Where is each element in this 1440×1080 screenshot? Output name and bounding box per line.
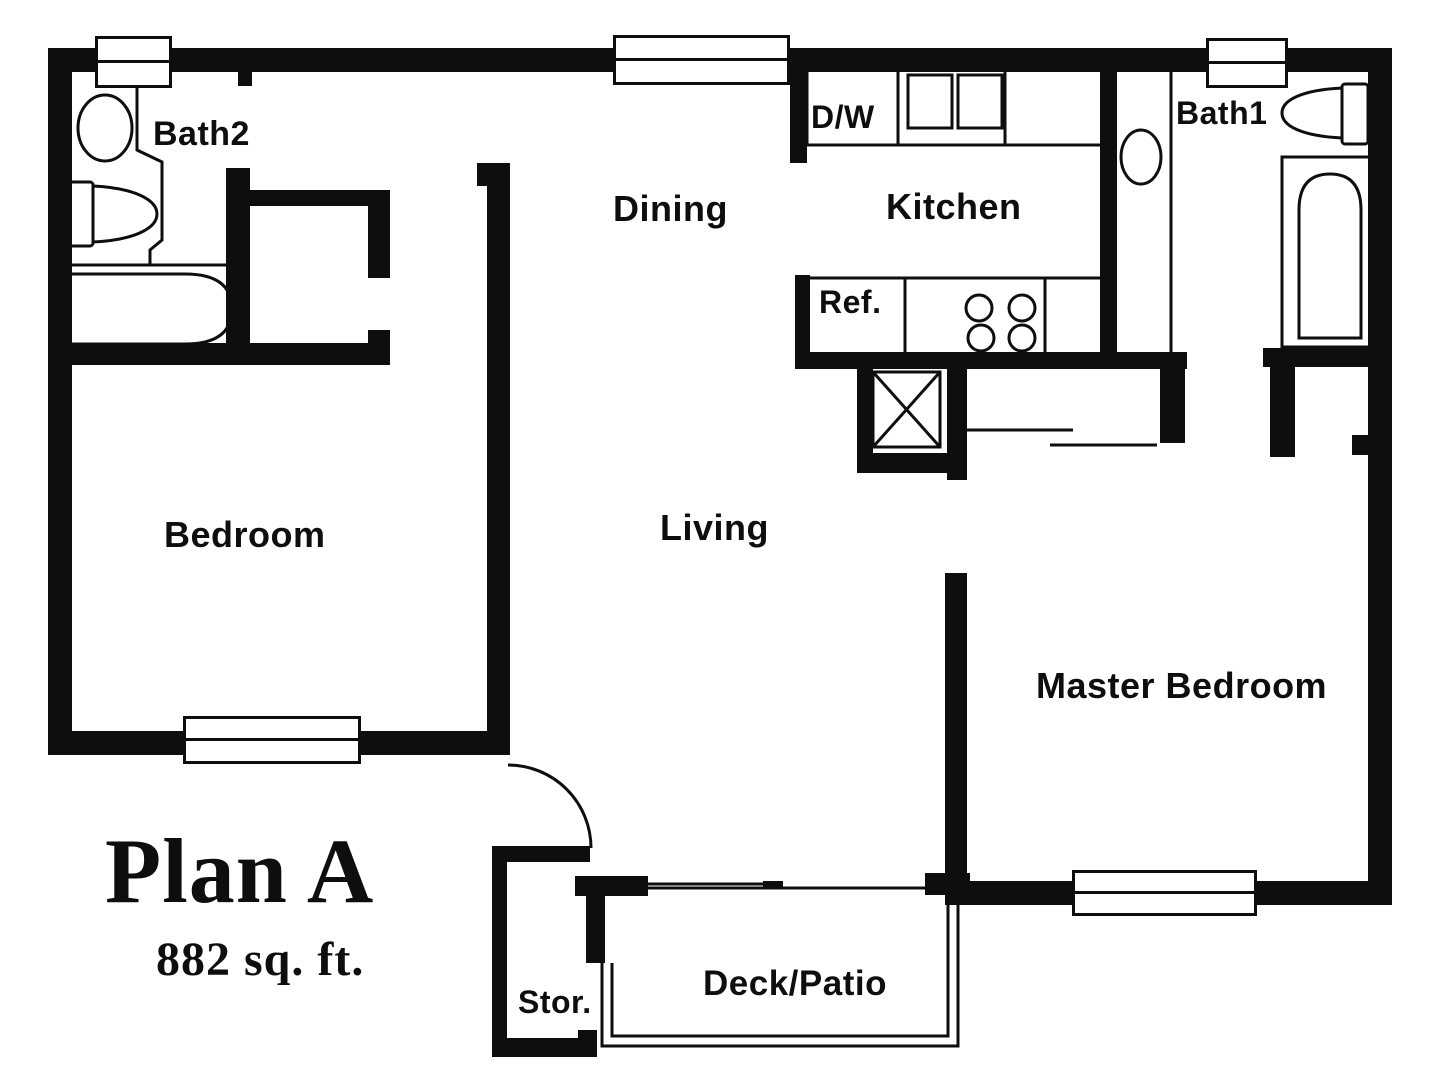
wall-kitchen-bottom — [795, 352, 1187, 369]
wall-storage-bottom — [492, 1038, 597, 1057]
bath2-window — [95, 36, 172, 88]
wall-bedroom-living — [487, 163, 510, 755]
wall-storage-right — [586, 890, 605, 963]
deck-outline-inner — [610, 888, 950, 1038]
bath1-window — [1206, 38, 1288, 88]
bath1-tub-enclosure — [1280, 155, 1377, 349]
closet-shelf-line — [963, 428, 1157, 447]
master-bedroom-window — [1072, 870, 1257, 916]
kitchen-sink-right-basin — [956, 73, 1004, 130]
bath2-toilet-tank — [65, 180, 95, 248]
wall-hall-stub-right — [1270, 367, 1295, 457]
plan-title: Plan A — [105, 820, 375, 922]
room-label-living: Living — [660, 507, 769, 548]
wall-bath1-south — [1263, 348, 1392, 367]
room-label-master-bedroom: Master Bedroom — [1036, 665, 1328, 706]
range-burner-icon — [1007, 323, 1037, 353]
kitchen-sink-left-basin — [906, 73, 954, 130]
wall-wh-bottom — [857, 453, 963, 473]
room-label-deck-patio: Deck/Patio — [703, 964, 887, 1003]
entry-threshold — [492, 846, 590, 862]
bath2-toilet-bowl — [91, 184, 159, 244]
wall-master-door-notch — [1352, 435, 1368, 455]
room-label-bedroom: Bedroom — [164, 514, 326, 555]
range-burner-icon — [964, 293, 994, 323]
wall-storage-door-stub — [578, 1030, 597, 1047]
bedroom-window — [183, 716, 361, 764]
wall-closet-right-upper — [368, 190, 390, 278]
wall-kitchen-right — [1100, 65, 1117, 357]
appliance-label-dishwasher: D/W — [811, 99, 875, 135]
range-burner-icon — [966, 323, 996, 353]
wall-closet-right-lower — [368, 330, 390, 365]
wall-dining-kitchen-stub — [790, 65, 807, 163]
wall-living-master — [945, 573, 967, 884]
wall-bath2-bottom — [48, 343, 390, 365]
room-label-dining: Dining — [613, 188, 728, 229]
kitchen-counter-top — [805, 65, 1100, 147]
kitchen-counter-bottom — [810, 276, 1100, 352]
range-burner-icon — [1007, 293, 1037, 323]
wall-wh-right — [947, 357, 967, 480]
bath2-tub-icon — [68, 272, 234, 346]
wall-right — [1368, 48, 1392, 905]
room-label-bath2: Bath2 — [153, 115, 250, 153]
water-heater-icon — [871, 370, 942, 449]
bath1-sink-icon — [1119, 128, 1163, 186]
bath1-tub-icon — [1297, 172, 1363, 340]
room-label-kitchen: Kitchen — [886, 186, 1022, 227]
bath2-sink-icon — [76, 93, 134, 163]
bath2-vanity-edge — [135, 88, 164, 265]
entry-door-swing — [507, 763, 593, 849]
wall-bath2-door-jamb — [238, 72, 252, 86]
plan-area: 882 sq. ft. — [156, 933, 365, 986]
room-label-bath1: Bath1 — [1176, 95, 1268, 131]
bath1-toilet-bowl — [1280, 86, 1344, 140]
water-heater-x — [871, 371, 942, 448]
wall-bedroom-living-hook — [477, 163, 487, 186]
wall-wh-left — [857, 367, 873, 457]
sliding-door-overlap — [763, 881, 783, 889]
wall-ref-left-stub — [795, 275, 810, 355]
wall-storage-left — [492, 846, 507, 1057]
dining-window — [613, 35, 790, 85]
wall-hall-stub-left — [1160, 367, 1185, 443]
wall-closet-top — [240, 190, 390, 206]
appliance-label-refrigerator: Ref. — [819, 284, 882, 320]
bath1-toilet-tank — [1340, 82, 1370, 146]
deck-outline-outer — [600, 886, 960, 1048]
wall-left — [48, 48, 72, 755]
room-label-storage: Stor. — [518, 984, 592, 1020]
